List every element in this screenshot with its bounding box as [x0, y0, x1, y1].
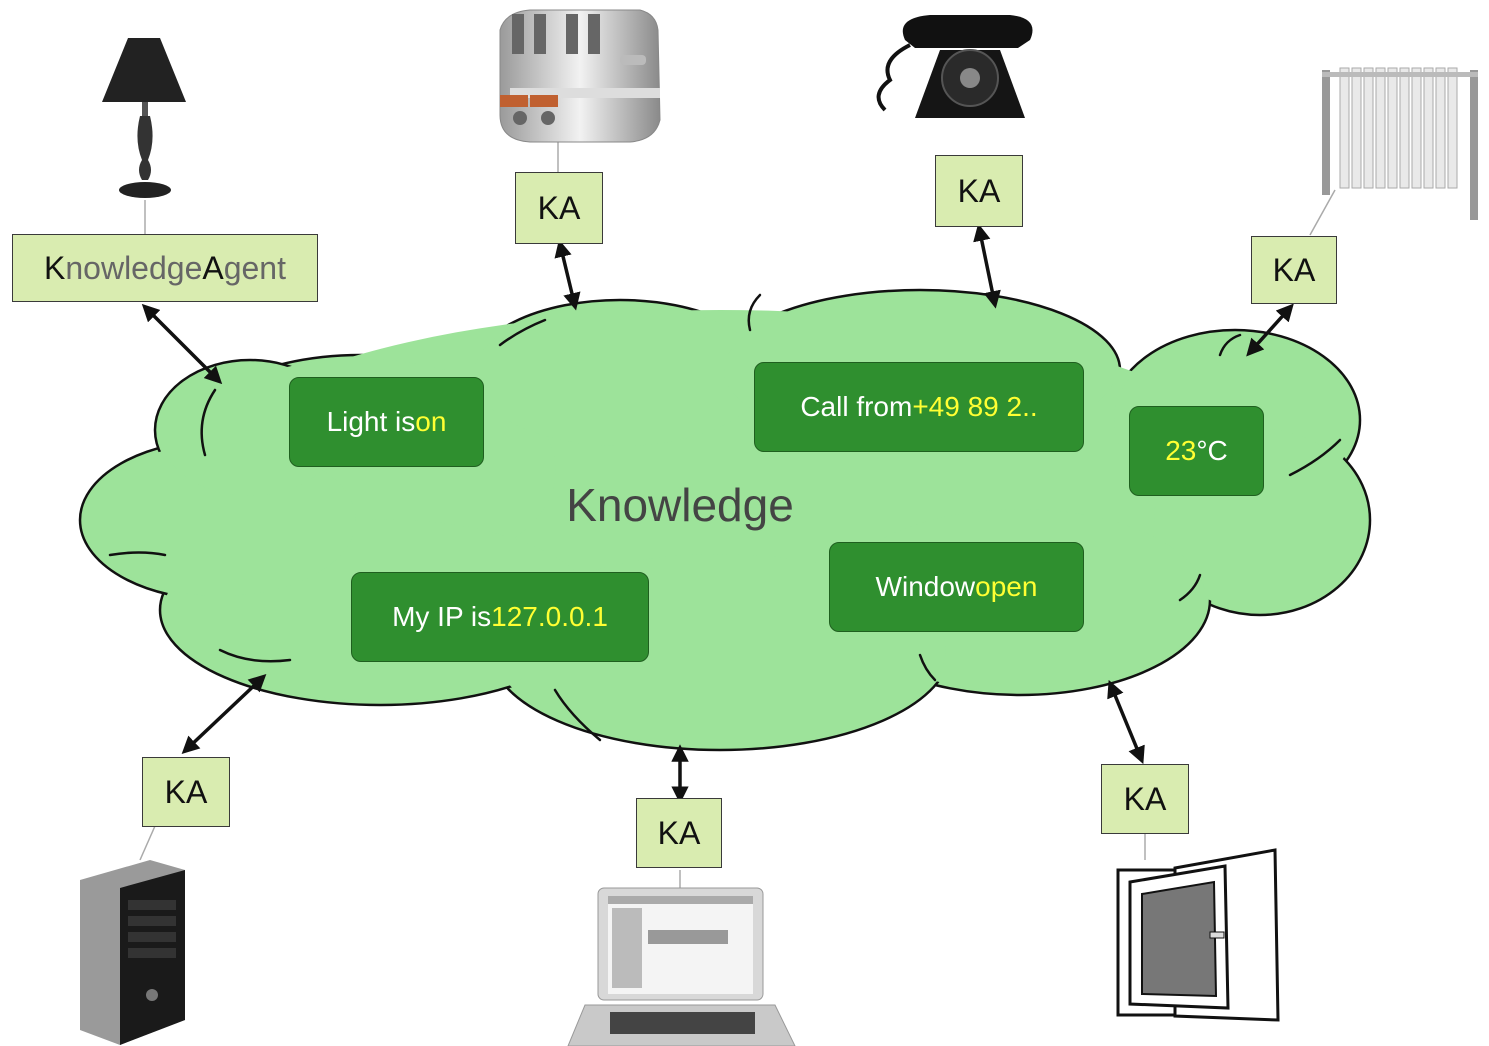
ka-phone: KA: [935, 155, 1023, 227]
toaster-icon: [499, 9, 661, 143]
arrow-radiator: [1246, 303, 1294, 357]
fact-ip: My IP is 127.0.0.1: [351, 572, 649, 662]
ka-radiator: KA: [1251, 236, 1337, 304]
arrow-computer: [181, 673, 267, 755]
arrow-phone: [973, 223, 1001, 309]
fact-window: Window open: [829, 542, 1084, 632]
ka-computer: KA: [142, 757, 230, 827]
arrow-toaster: [554, 239, 581, 311]
lamp-icon: [102, 38, 186, 198]
cloud-title: Knowledge: [566, 479, 794, 531]
fact-call: Call from +49 89 2..: [754, 362, 1084, 452]
laptop-icon: [567, 887, 796, 1046]
fact-light: Light is on: [289, 377, 484, 467]
arrow-lamp: [141, 303, 223, 385]
telephone-icon: [876, 15, 1033, 118]
computer-tower-icon: [80, 860, 185, 1045]
ka-toaster: KA: [515, 172, 603, 244]
radiator-icon: [1322, 67, 1478, 220]
ka-window: KA: [1101, 764, 1189, 834]
letter-a: A: [202, 249, 224, 286]
fact-temperature: 23°C: [1129, 406, 1264, 496]
device-connectors: [139, 140, 1336, 890]
connection-arrows: [141, 223, 1294, 804]
window-icon: [1116, 848, 1280, 1022]
arrow-window: [1107, 679, 1145, 765]
letter-k: K: [44, 249, 66, 286]
ka-laptop: KA: [636, 798, 722, 868]
